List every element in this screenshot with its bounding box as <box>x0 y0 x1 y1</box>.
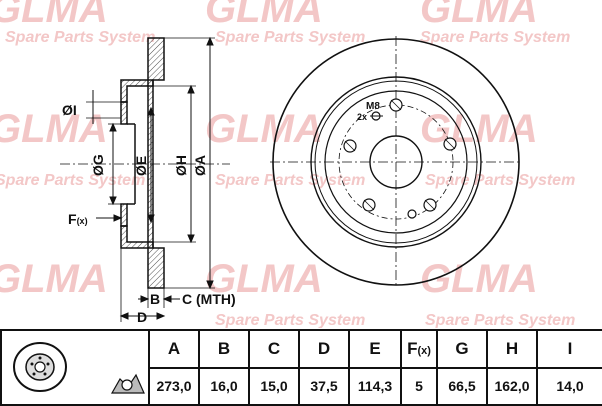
header-b: B <box>198 329 250 369</box>
header-f: F(x) <box>400 329 438 369</box>
bolt-hole <box>389 98 403 112</box>
header-g: G <box>436 329 488 369</box>
watermark-tagline: Spare Parts System <box>5 29 155 46</box>
value-e: 114,3 <box>348 366 402 406</box>
header-h: H <box>486 329 538 369</box>
label-thread-count: 2x <box>357 112 367 122</box>
watermark-tagline: Spare Parts System <box>215 29 365 46</box>
header-a: A <box>148 329 200 369</box>
header-e: E <box>348 329 402 369</box>
label-b: B <box>150 291 160 307</box>
header-d: D <box>298 329 350 369</box>
watermark-tagline: Spare Parts System <box>420 29 570 46</box>
watermark-brand: GLMA <box>0 107 108 151</box>
header-i: I <box>536 329 602 369</box>
value-h: 162,0 <box>486 366 538 406</box>
label-c: C (MTH) <box>182 291 236 307</box>
watermark-tagline: Spare Parts System <box>215 312 365 328</box>
watermark-brand: GLMA <box>205 0 323 31</box>
label-f: F(x) <box>68 211 88 227</box>
spec-table: A B C D E F(x) G H I 273,0 16,0 15,0 37,… <box>0 329 602 406</box>
value-b: 16,0 <box>198 366 250 406</box>
watermark-tagline: Spare Parts System <box>425 172 575 189</box>
disc-front-view <box>270 36 522 288</box>
bolt-hole <box>362 198 376 212</box>
friction-ring-section <box>147 37 165 289</box>
watermark-tagline: Spare Parts System <box>215 172 365 189</box>
bolt-holes <box>343 98 457 219</box>
value-g: 66,5 <box>436 366 488 406</box>
hub-flange-top <box>120 101 128 125</box>
bolt-hole <box>423 198 437 212</box>
disc-thumbnail-icon <box>13 342 145 394</box>
hub-flange-bottom <box>120 203 128 227</box>
bolt-hole <box>343 139 357 153</box>
bolt-hole <box>443 137 457 151</box>
value-c: 15,0 <box>248 366 300 406</box>
table-header-row: A B C D E F(x) G H I <box>0 329 602 406</box>
value-d: 37,5 <box>298 366 350 406</box>
label-dia-h: ØH <box>173 155 189 176</box>
value-f: 5 <box>400 366 438 406</box>
label-dia-a: ØA <box>192 155 208 176</box>
watermark-brand: GLMA <box>205 257 323 301</box>
watermark-brand: GLMA <box>0 257 108 301</box>
watermark-brand: GLMA <box>0 0 108 31</box>
disc-thumbnail <box>0 329 150 406</box>
watermark-brand: GLMA <box>420 257 538 301</box>
header-c: C <box>248 329 300 369</box>
label-d: D <box>137 309 147 325</box>
label-dia-e: ØE <box>133 156 149 176</box>
technical-drawing: GLMA GLMA GLMA Spare Parts System Spare … <box>0 0 575 328</box>
value-a: 273,0 <box>148 366 200 406</box>
watermark-tagline: Spare Parts System <box>0 172 145 189</box>
watermark-brand: GLMA <box>420 0 538 31</box>
dimension-lines <box>86 36 215 322</box>
label-thread: M8 <box>366 101 380 112</box>
label-dia-i: ØI <box>62 102 77 118</box>
table-value-row: 273,0 16,0 15,0 37,5 114,3 5 66,5 162,0 … <box>1 366 602 406</box>
watermark-brand: GLMA <box>205 107 323 151</box>
label-dia-g: ØG <box>90 154 106 176</box>
value-i: 14,0 <box>536 366 602 406</box>
watermark-tagline: Spare Parts System <box>425 312 575 328</box>
thread-hole <box>407 209 417 219</box>
